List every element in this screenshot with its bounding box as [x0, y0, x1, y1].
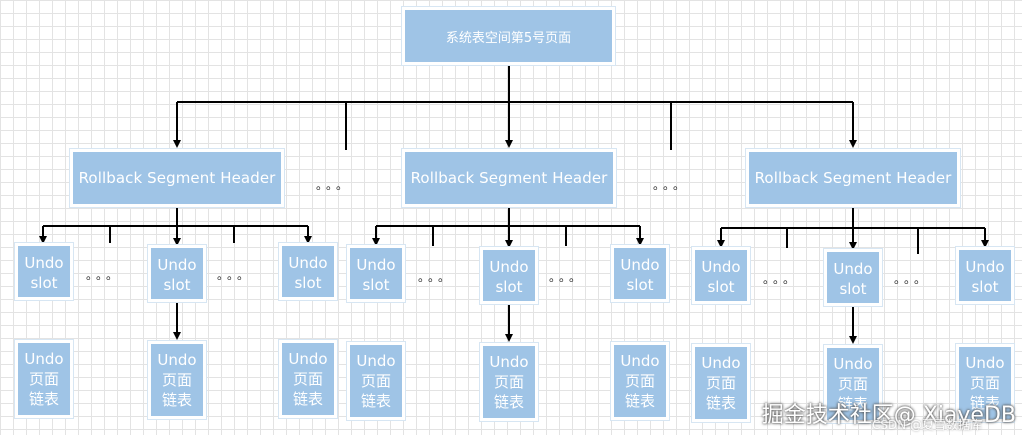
ellipsis-slots-3b: 。。。 — [894, 272, 931, 286]
undo-page-list-1-3: Undo 页面 链表 — [279, 340, 337, 418]
rollback-segment-header-2: Rollback Segment Header — [402, 149, 616, 207]
rollback-segment-header-3: Rollback Segment Header — [746, 149, 960, 207]
undo-page-list-3-2: Undo 页面 链表 — [824, 345, 882, 423]
undo-page-list-2-3: Undo 页面 链表 — [611, 342, 669, 420]
undo-slot-2-3: Undo slot — [611, 245, 669, 302]
undo-slot-1-1: Undo slot — [15, 243, 73, 300]
ellipsis-slots-1a: 。。。 — [86, 268, 123, 282]
undo-slot-1-3: Undo slot — [279, 243, 337, 300]
undo-page-list-1-1: Undo 页面 链表 — [15, 340, 73, 418]
undo-slot-3-3: Undo slot — [956, 247, 1014, 304]
ellipsis-slots-3a: 。。。 — [763, 272, 800, 286]
undo-slot-3-1: Undo slot — [692, 247, 750, 304]
root-page-box: 系统表空间第5号页面 — [402, 7, 615, 65]
undo-page-list-1-2: Undo 页面 链表 — [148, 341, 206, 419]
undo-slot-2-2: Undo slot — [480, 247, 538, 304]
undo-page-list-2-1: Undo 页面 链表 — [347, 342, 405, 420]
undo-slot-1-2: Undo slot — [148, 245, 206, 302]
ellipsis-slots-2b: 。。。 — [549, 270, 586, 284]
undo-page-list-3-1: Undo 页面 链表 — [692, 344, 750, 422]
undo-page-list-3-3: Undo 页面 链表 — [956, 344, 1014, 422]
undo-slot-2-1: Undo slot — [347, 245, 405, 302]
rollback-segment-header-1: Rollback Segment Header — [70, 149, 284, 207]
watermark-text: 掘金技术社区@ XiayeDB — [761, 403, 1016, 428]
watermark-subtext: CSDN @夏雪数据库 — [871, 418, 982, 432]
ellipsis-slots-1b: 。。。 — [217, 268, 254, 282]
undo-page-list-2-2: Undo 页面 链表 — [480, 343, 538, 421]
ellipsis-segments-1: 。。。 — [316, 178, 353, 192]
undo-slot-3-2: Undo slot — [824, 249, 882, 306]
ellipsis-slots-2a: 。。。 — [418, 270, 455, 284]
ellipsis-segments-2: 。。。 — [653, 178, 690, 192]
